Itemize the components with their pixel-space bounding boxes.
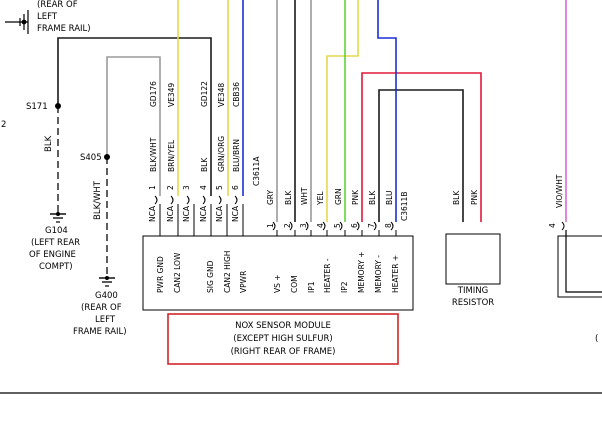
- nca-6: NCA: [231, 205, 240, 222]
- pin-b-6: 6: [350, 223, 359, 228]
- splice-s405-dot: [104, 154, 110, 160]
- module-caption-line-1: (EXCEPT HIGH SULFUR): [233, 334, 332, 344]
- pin-b-4: 4: [316, 223, 325, 228]
- g400-label-0: G400: [95, 291, 118, 301]
- terminal-pwr-gnd: PWR GND: [156, 256, 165, 293]
- wire-color-wht: WHT: [300, 187, 309, 205]
- left-edge-fragment: 2: [1, 120, 6, 130]
- terminal-ip2: IP2: [340, 281, 349, 293]
- pin-b-5: 5: [333, 223, 342, 228]
- wire-color-blu: BLU: [385, 191, 394, 205]
- far-right-circuit: VIO/WHT 4 (: [548, 0, 602, 344]
- splice-s171-label: S171: [26, 102, 48, 112]
- pin-b-2: 2: [283, 223, 292, 228]
- g104-label-3: COMPT): [39, 262, 73, 272]
- connector-c3611a: NCA NCA NCA NCA NCA NCA 1 2 3 4 5 6: [148, 185, 244, 236]
- terminal-com: COM: [290, 275, 299, 293]
- nca-3: NCA: [182, 205, 191, 222]
- g104-label-1: (LEFT REAR: [31, 238, 80, 248]
- pin-a-5: 5: [215, 185, 224, 190]
- pin-a-2: 2: [166, 185, 175, 190]
- s171-branch: S171 2 BLK G104 (LEFT REAR OF ENGINE COM…: [1, 37, 212, 272]
- g104-label-2: OF ENGINE: [29, 250, 76, 260]
- terminal-can2-low: CAN2 LOW: [173, 252, 182, 293]
- timing-resistor-label-1: RESISTOR: [452, 298, 494, 308]
- pin-b-8: 8: [384, 223, 393, 228]
- far-right-wire-color: VIO/WHT: [555, 174, 564, 208]
- g104-label-0: G104: [45, 226, 68, 236]
- module-caption-line-2: (RIGHT REAR OF FRAME): [231, 347, 336, 357]
- nca-4: NCA: [199, 205, 208, 222]
- terminal-can2-high: CAN2 HIGH: [223, 251, 232, 293]
- pin-a-6: 6: [231, 185, 240, 190]
- splice-s171-dot: [55, 103, 61, 109]
- ground-top-left: (REAR OF LEFT FRAME RAIL): [5, 0, 91, 34]
- resistor-wire-blk: BLK: [452, 190, 461, 205]
- nca-5: NCA: [215, 205, 224, 222]
- terminal-vpwr: VPWR: [239, 271, 248, 293]
- s405-wire-color: BLK/WHT: [93, 180, 103, 220]
- pin-a-1: 1: [148, 185, 157, 190]
- timing-resistor-label-0: TIMING: [457, 286, 489, 296]
- ground-top-label-2: FRAME RAIL): [37, 24, 91, 34]
- pin-b-7: 7: [367, 223, 376, 228]
- connector-id-c3611b: C3611B: [400, 192, 409, 221]
- terminal-memory-minus: MEMORY -: [374, 255, 383, 293]
- wire-color-blkwht: BLK/WHT: [149, 137, 158, 172]
- g400-label-3: FRAME RAIL): [73, 327, 127, 337]
- pin-a-4: 4: [199, 185, 208, 190]
- s405-branch: S405 BLK/WHT G400 (REAR OF LEFT FRAME RA…: [73, 56, 161, 337]
- wire-color-blk-3: BLK: [368, 190, 377, 205]
- wire-color-blubrn: BLU/BRN: [232, 139, 241, 172]
- far-right-fragment: (: [595, 334, 598, 344]
- nca-2: NCA: [166, 205, 175, 222]
- nox-module-box: [142, 235, 414, 311]
- module-terminal-labels: PWR GND CAN2 LOW SIG GND CAN2 HIGH VPWR …: [156, 251, 400, 293]
- wire-color-pnk: PNK: [351, 189, 360, 205]
- resistor-wire-pnk: PNK: [470, 189, 479, 205]
- terminal-heater-minus: HEATER -: [323, 258, 332, 293]
- terminal-sig-gnd: SIG GND: [206, 260, 215, 293]
- nca-1: NCA: [148, 205, 157, 222]
- timing-resistor-box: [445, 233, 501, 285]
- wire-id-gd122: GD122: [200, 81, 209, 107]
- module-caption-line-0: NOX SENSOR MODULE: [235, 321, 331, 331]
- ground-top-label-0: (REAR OF: [37, 0, 78, 10]
- pin-a-3: 3: [182, 185, 191, 190]
- terminal-memory-plus: MEMORY +: [357, 251, 366, 293]
- far-right-pin: 4: [548, 223, 557, 228]
- wire-color-yel: YEL: [316, 191, 325, 206]
- connector-id-c3611a: C3611A: [252, 156, 261, 186]
- splice-s405-label: S405: [80, 153, 102, 163]
- g400-label-2: LEFT: [95, 315, 116, 325]
- module-caption-box: [167, 313, 399, 365]
- wire-id-gd176: GD176: [149, 81, 158, 107]
- module-wires-left: [177, 0, 244, 196]
- connector-c3611b: 1 2 3 4 5 6 7 8: [266, 221, 397, 236]
- pin-b-1: 1: [266, 223, 275, 228]
- wire-id-cbb36: CBB36: [232, 82, 241, 107]
- g400-label-1: (REAR OF: [81, 303, 122, 313]
- module-wires-right: [276, 0, 482, 222]
- wire-id-ve349: VE349: [167, 83, 176, 107]
- wire-color-brnyel: BRN/YEL: [167, 139, 176, 172]
- pin-b-3: 3: [299, 223, 308, 228]
- terminal-vs-plus: VS +: [273, 274, 282, 293]
- ground-top-label-1: LEFT: [37, 12, 58, 22]
- s171-wire-color: BLK: [44, 135, 54, 152]
- wire-color-gry: GRY: [266, 189, 275, 205]
- wire-color-blk: BLK: [200, 157, 209, 172]
- wire-color-grn: GRN: [334, 188, 343, 205]
- terminal-ip1: IP1: [307, 281, 316, 293]
- wire-color-grnorg: GRN/ORG: [217, 136, 226, 172]
- timing-resistor: BLK PNK TIMING RESISTOR: [445, 189, 501, 308]
- wire-color-blk-2: BLK: [284, 190, 293, 205]
- wire-id-ve348: VE348: [217, 83, 226, 107]
- terminal-heater-plus: HEATER +: [391, 255, 400, 293]
